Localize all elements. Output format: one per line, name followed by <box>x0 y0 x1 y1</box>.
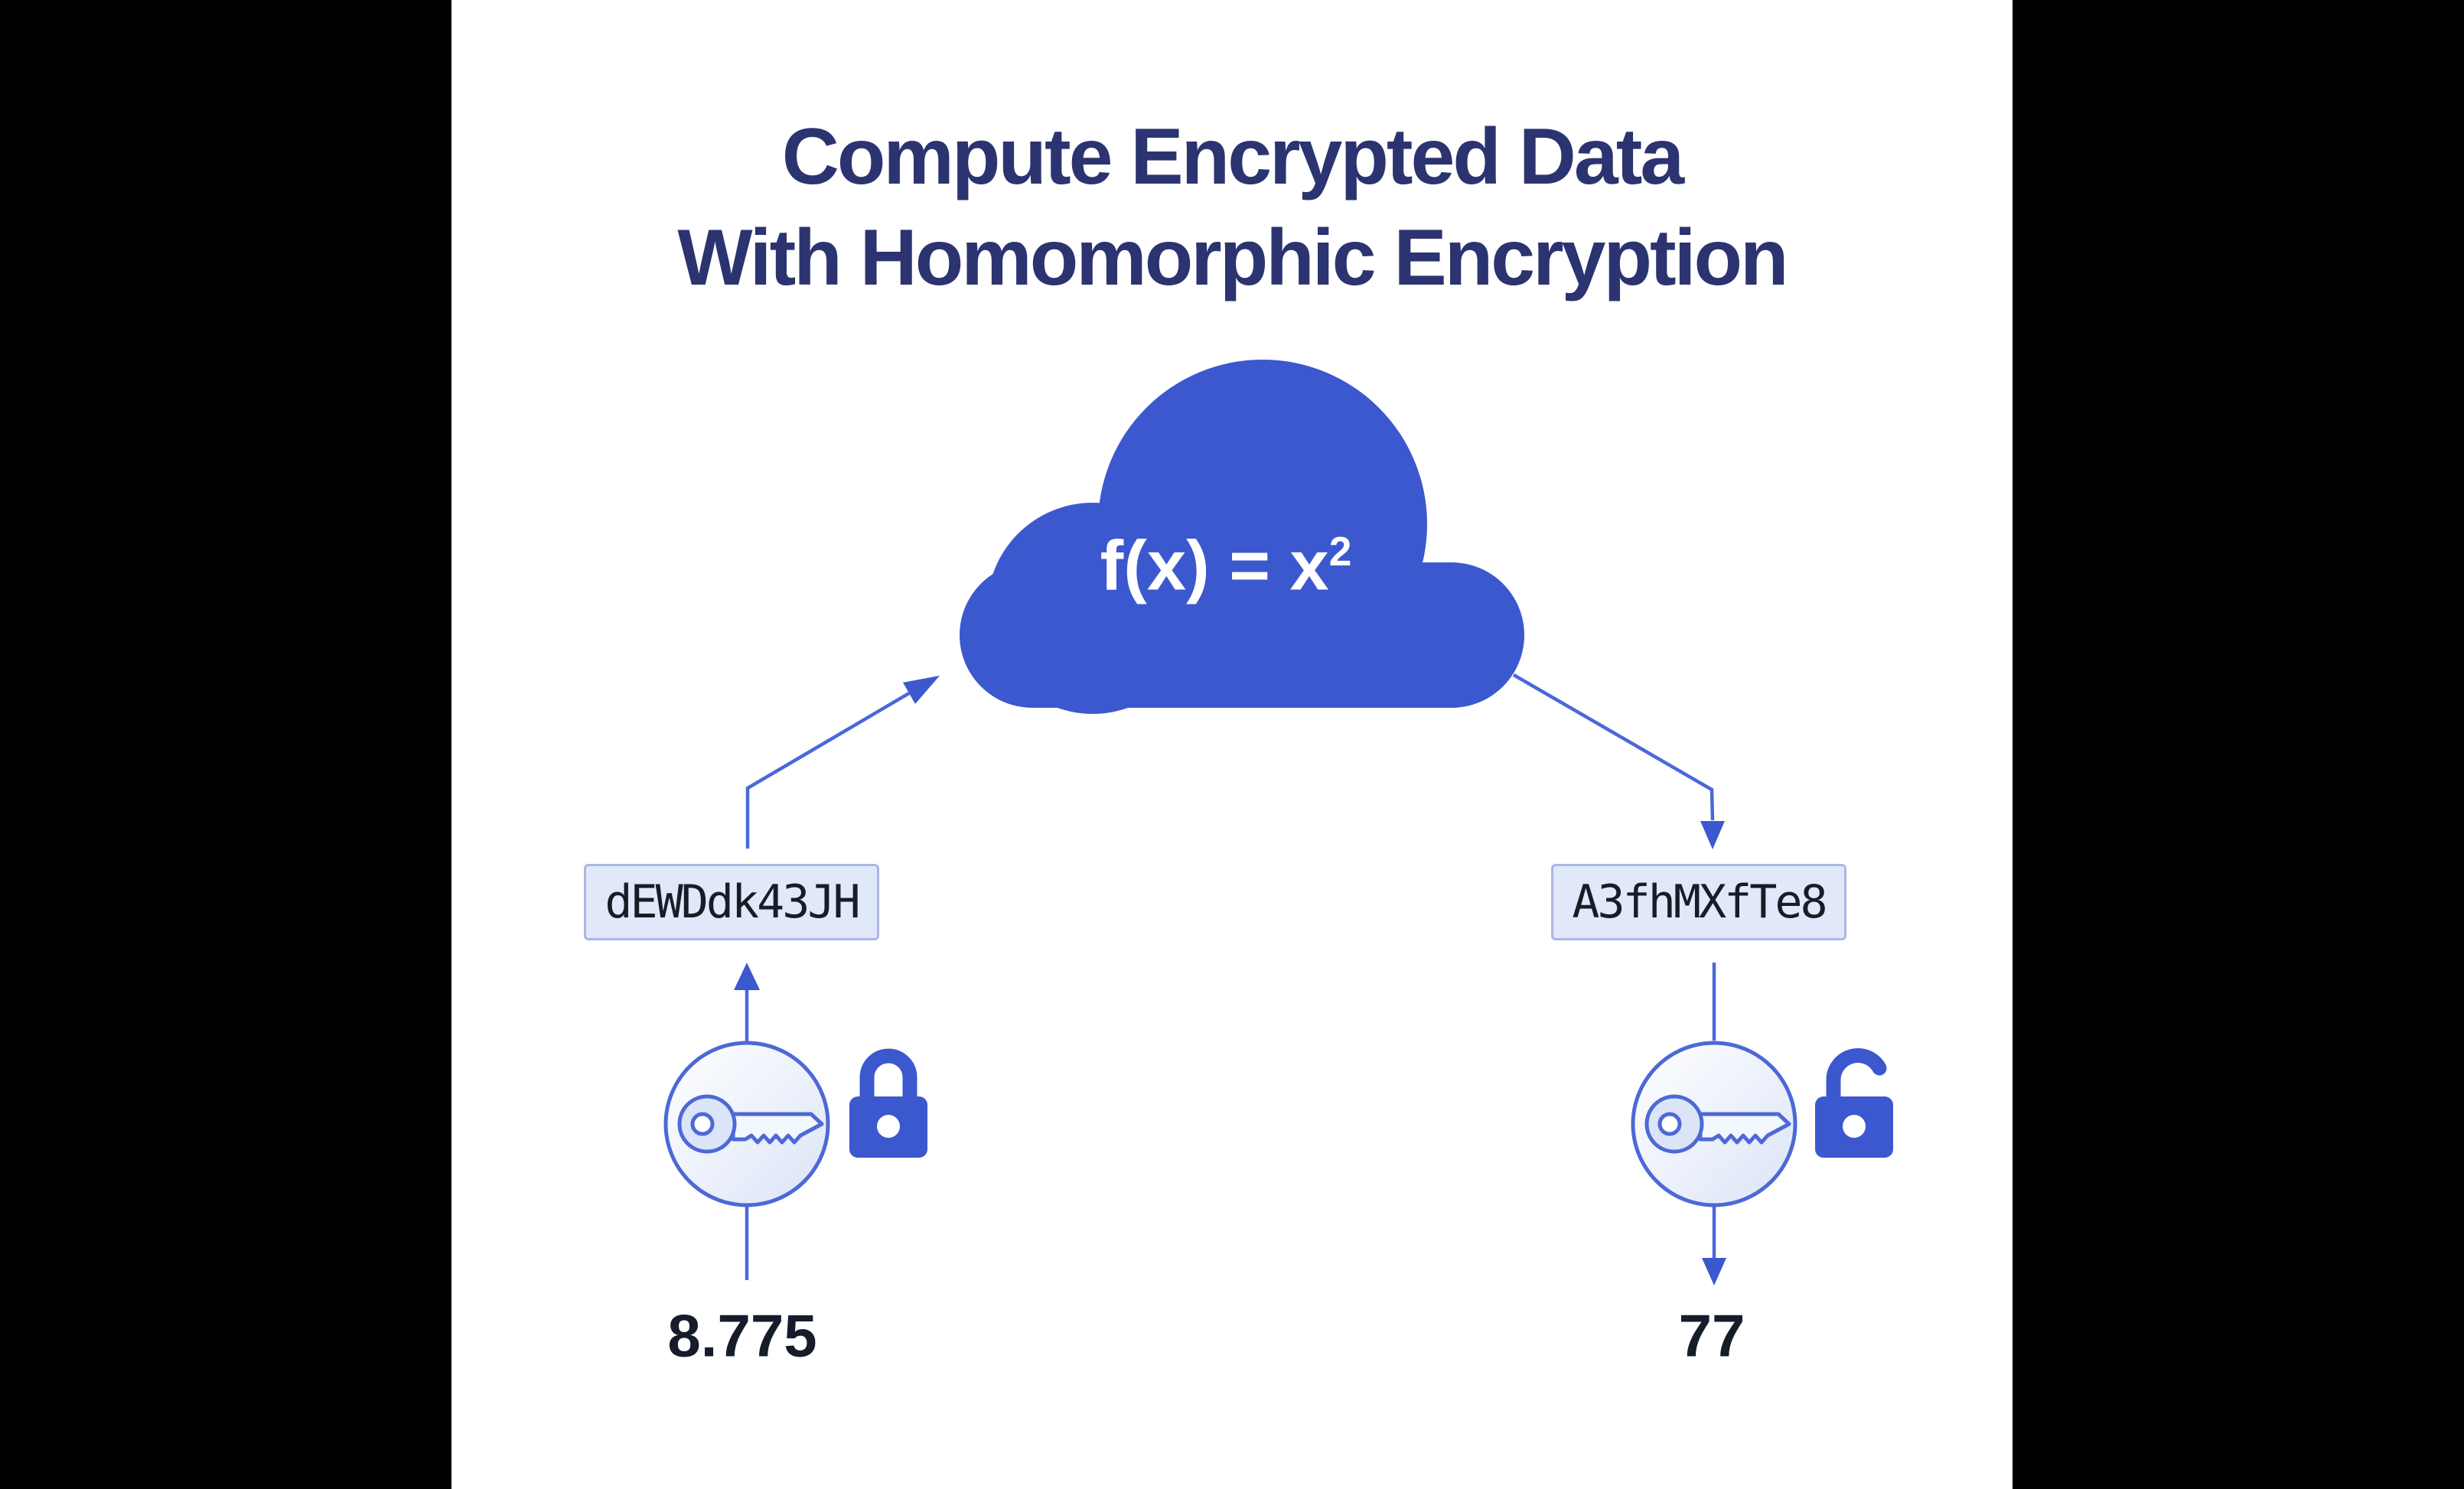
cloud-formula: f(x) = x2 <box>1100 526 1352 607</box>
title-line-1: Compute Encrypted Data <box>781 112 1684 201</box>
infographic-canvas: Compute Encrypted Data With Homomorphic … <box>451 0 2013 1489</box>
encryption-key-icon <box>663 1041 830 1207</box>
page-title: Compute Encrypted Data With Homomorphic … <box>451 106 2013 308</box>
download-arrow <box>1512 673 1725 849</box>
decrypt-arrow <box>1702 1205 1726 1285</box>
lock-open-icon <box>1815 1048 1893 1158</box>
formula-exponent: 2 <box>1328 529 1352 575</box>
lock-closed-icon <box>849 1048 927 1158</box>
encrypt-arrow <box>734 963 760 1042</box>
diagram-graphics <box>663 360 1893 1285</box>
upload-arrow <box>745 676 940 849</box>
formula-base: f(x) = x <box>1100 526 1329 605</box>
ciphertext-input-box: dEWDdk43JH <box>584 864 879 940</box>
ciphertext-input-label: dEWDdk43JH <box>605 875 860 929</box>
plaintext-output-value: 77 <box>1678 1302 1745 1370</box>
ciphertext-output-label: A3fhMXfTe8 <box>1572 875 1827 929</box>
decryption-key-icon <box>1631 1041 1797 1207</box>
cloud-icon <box>960 360 1524 714</box>
plaintext-input-value: 8.775 <box>667 1302 817 1370</box>
ciphertext-output-box: A3fhMXfTe8 <box>1551 864 1846 940</box>
title-line-2: With Homomorphic Encryption <box>677 213 1788 302</box>
